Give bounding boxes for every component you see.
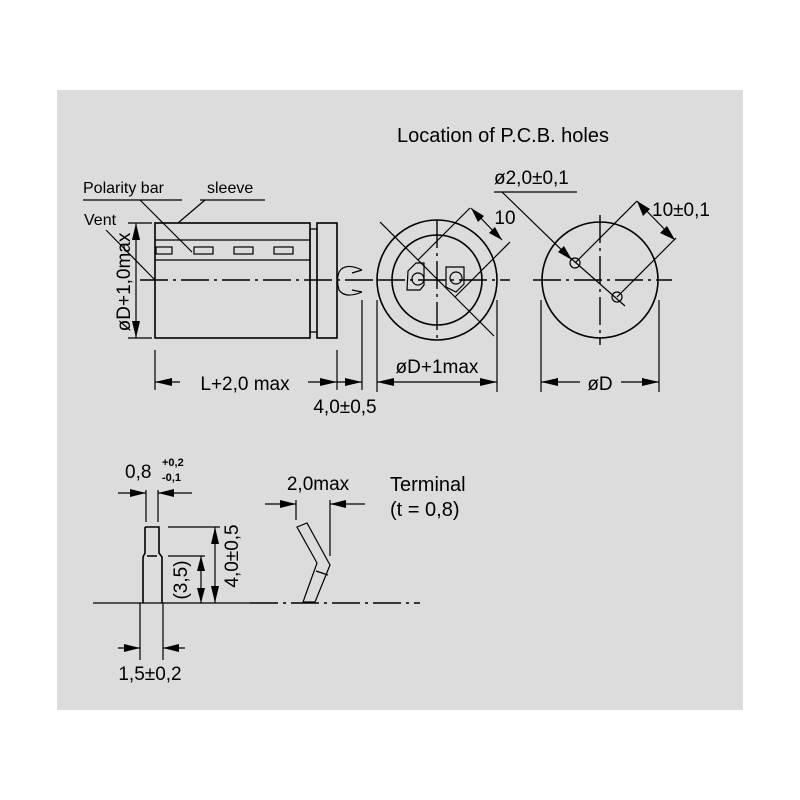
bent-terminal: [296, 522, 331, 603]
pin-height-label: 4,0±0,5: [222, 524, 243, 587]
terminal-thickness-label: (t = 0,8): [390, 499, 459, 521]
pcb-hole-view: ø2,0±0,1 10±0,1 øD: [494, 168, 710, 395]
bend-dim-label: 2,0max: [287, 474, 350, 495]
pin-width-label: 0,8: [125, 462, 151, 483]
polarity-bar-marks: [155, 246, 294, 255]
pin-width-tol-plus: +0,2: [162, 457, 184, 469]
terminal-pad-right: [445, 266, 465, 293]
length-dim-label: L+2,0 max: [200, 374, 290, 395]
terminal-label: Terminal: [390, 474, 466, 496]
front-pitch-label: 10: [494, 208, 515, 229]
hole-dim-label: ø2,0±0,1: [494, 168, 569, 189]
pcb-hole: [611, 291, 623, 303]
front-view: 10 øD+1max: [376, 207, 516, 392]
pcb-hole: [569, 257, 581, 269]
vent-label: Vent: [84, 212, 117, 229]
side-view: øD+1,0max Polarity bar sleeve Vent L+2,0…: [83, 180, 377, 418]
drawing-panel: [57, 90, 743, 710]
pcb-diameter-label: øD: [587, 374, 612, 395]
sleeve-label: sleeve: [207, 180, 253, 197]
pcb-pitch-label: 10±0,1: [652, 200, 710, 221]
polarity-bar-label: Polarity bar: [83, 180, 165, 197]
ref-height-label: (3,5): [171, 560, 192, 599]
terminal-pad-left: [406, 262, 425, 291]
pin-width-tol-minus: -0,1: [162, 472, 181, 484]
diameter-dim-label: øD+1,0max: [114, 232, 135, 331]
terminal-length-dim-label: 4,0±0,5: [313, 397, 376, 418]
terminal-detail: 0,8 +0,2 -0,1 4,0±0,5 (3,5) 1,5±0,2 2,0m…: [93, 457, 466, 685]
base-width-label: 1,5±0,2: [118, 664, 181, 685]
front-diameter-label: øD+1max: [396, 357, 479, 378]
title: Location of P.C.B. holes: [397, 125, 609, 147]
terminal-pin-side: [142, 526, 163, 603]
